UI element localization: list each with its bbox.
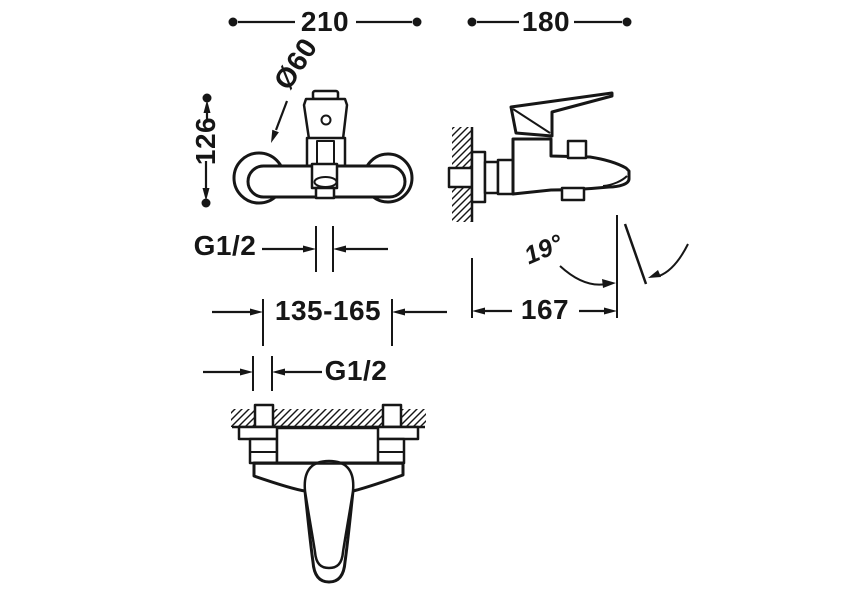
handle-facet-line	[512, 108, 551, 134]
label-thread-plan: G1/2	[324, 355, 388, 386]
lever-handle-front	[302, 97, 349, 141]
s-union-step1	[483, 160, 500, 195]
label-hole-spacing: 135-165	[274, 295, 382, 326]
dim-thread-front-g12	[262, 226, 388, 272]
dim-overall-width-210	[228, 17, 422, 27]
right-wall-connector	[381, 403, 403, 429]
label-height: 126	[190, 116, 221, 166]
dim-height-126	[201, 93, 212, 208]
dim-overall-depth-180	[467, 17, 632, 27]
escutcheon-side	[470, 150, 487, 204]
handle-inner-plan	[303, 459, 355, 570]
dim-diameter-leader	[271, 100, 289, 143]
label-overall-width: 210	[300, 6, 350, 37]
diverter-knob	[566, 139, 588, 160]
hose-connection-front	[314, 186, 336, 200]
spout-lip-line	[602, 175, 628, 187]
dim-thread-plan-g12	[203, 356, 322, 391]
label-thread-front: G1/2	[193, 230, 257, 261]
angle-leader-arrowhead	[602, 279, 616, 288]
side-view	[447, 91, 631, 222]
label-projection: 167	[520, 294, 570, 325]
dim-projection-167	[471, 258, 617, 318]
inlet-in-wall	[447, 166, 474, 189]
hose-outlet-side	[560, 186, 586, 202]
lever-handle-side	[509, 91, 614, 138]
wall-hatch-plan	[231, 409, 426, 427]
angle-pointer-arc	[658, 243, 689, 277]
dim-hole-spacing-135-165	[212, 299, 447, 346]
angle-leader-arc	[559, 265, 607, 286]
body-plan	[275, 426, 380, 465]
s-union-step2	[496, 158, 515, 196]
angle-pointer-arrowhead	[648, 270, 661, 278]
angle-annotation	[559, 215, 689, 318]
front-view	[232, 89, 414, 205]
handle-screw-hole	[320, 114, 332, 126]
label-overall-depth: 180	[521, 6, 571, 37]
plan-view	[231, 403, 426, 584]
left-wall-connector	[253, 403, 275, 429]
angle-slant-line	[623, 223, 648, 285]
